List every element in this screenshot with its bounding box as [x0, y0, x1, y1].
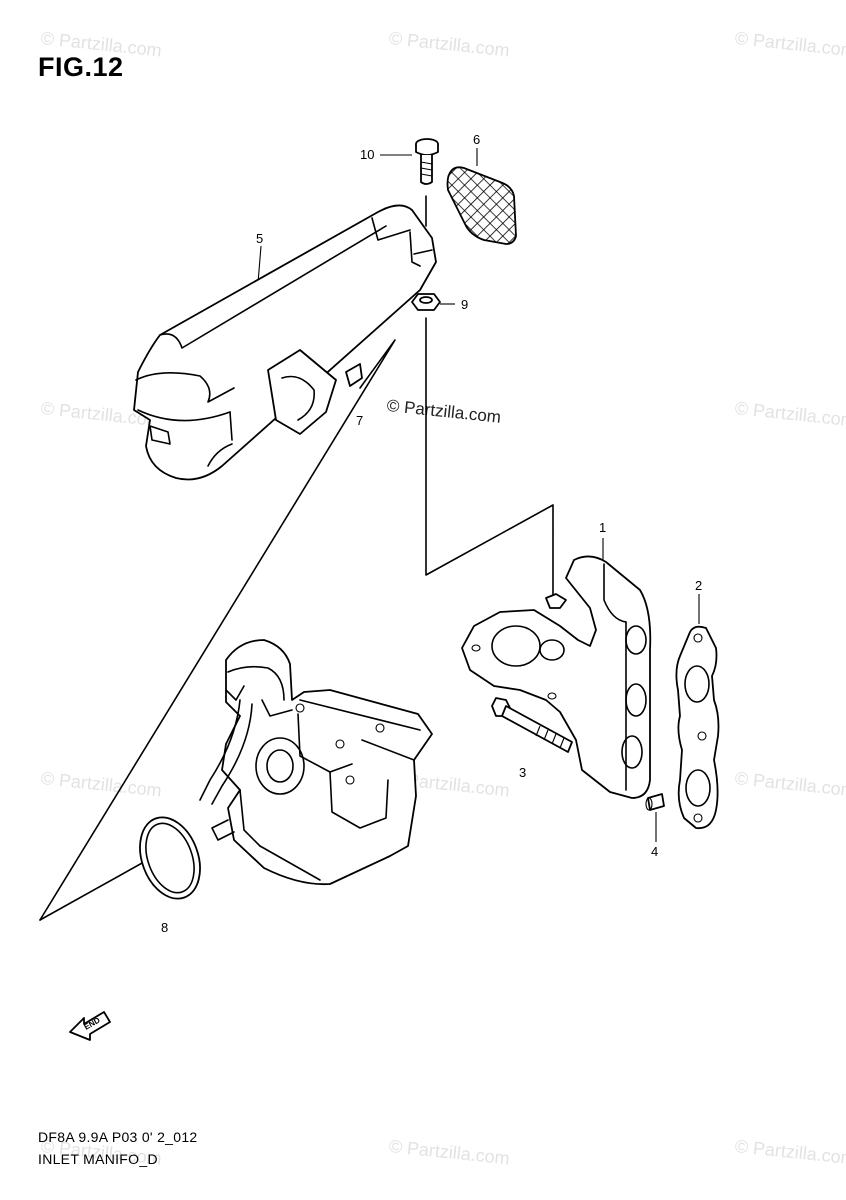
callout-8: 8: [161, 920, 169, 935]
diagram-code: DF8A 9.9A P03 0' 2_012: [38, 1129, 198, 1145]
callout-3: 3: [519, 765, 527, 780]
part-3-bolt: [491, 697, 573, 753]
carburetor: [199, 639, 433, 886]
callout-1: 1: [599, 520, 607, 535]
part-4-pin: [645, 793, 665, 811]
diagram-name: INLET MANIFO_D: [38, 1151, 158, 1167]
part-1-manifold: [461, 555, 652, 799]
part-2-gasket: [675, 625, 720, 830]
callout-10: 10: [360, 147, 375, 162]
end-arrow-icon: END: [69, 1011, 111, 1041]
part-6-screen: [446, 166, 517, 245]
callout-5: 5: [256, 231, 264, 246]
callout-9: 9: [461, 297, 469, 312]
callout-6: 6: [473, 132, 481, 147]
callout-2: 2: [695, 578, 703, 593]
callout-7: 7: [356, 413, 364, 428]
figure-title: FIG.12: [38, 52, 124, 82]
part-5-silencer: [133, 204, 437, 481]
callout-4: 4: [651, 844, 659, 859]
part-8-oring: [139, 816, 201, 900]
part-10-bolt: [415, 138, 439, 185]
part-9-nut: [411, 293, 441, 311]
